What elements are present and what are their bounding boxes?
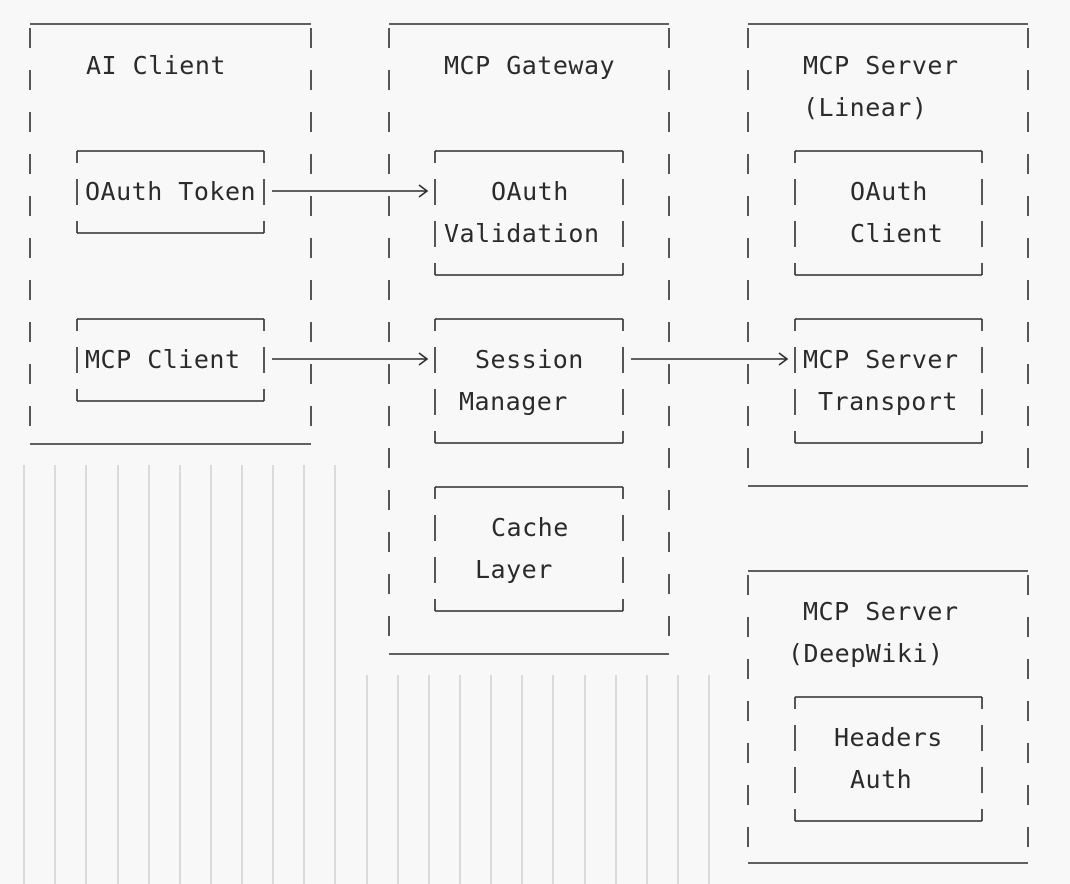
mcp-server-deepwiki-title: MCP Server (DeepWiki) — [788, 597, 974, 668]
mcp-server-linear-container — [747, 23, 1029, 487]
ai-client-container — [29, 23, 312, 445]
mcp-server-transport-box — [794, 318, 983, 444]
oauth-validation-label: OAuth Validation — [444, 177, 600, 248]
background-filler-left — [23, 465, 336, 884]
cache-layer-label: Cache Layer — [475, 513, 584, 584]
mcp-client-box — [76, 318, 265, 402]
mcp-server-transport-label: MCP Server Transport — [803, 345, 974, 416]
mcp-gateway-title: MCP Gateway — [444, 51, 615, 80]
ai-client-title: AI Client — [86, 51, 226, 80]
mcp-server-linear-title: MCP Server (Linear) — [803, 51, 974, 122]
session-manager-label: Session Manager — [459, 345, 599, 416]
oauth-token-box — [76, 150, 265, 234]
mcp-client-label: MCP Client — [85, 345, 241, 374]
background-filler-middle — [366, 675, 710, 884]
oauth-token-label: OAuth Token — [85, 177, 256, 206]
arrow-session-manager-to-server-transport — [631, 352, 789, 366]
headers-auth-label: Headers Auth — [834, 723, 958, 794]
oauth-client-label: OAuth Client — [850, 177, 943, 248]
session-manager-box — [434, 318, 624, 444]
mcp-gateway-container — [388, 23, 670, 655]
cache-layer-box — [434, 486, 624, 612]
oauth-validation-box — [434, 150, 624, 276]
oauth-client-box — [794, 150, 983, 276]
arrow-mcp-client-to-session-manager — [272, 352, 429, 366]
headers-auth-box — [794, 696, 983, 822]
arrow-oauth-token-to-validation — [272, 184, 429, 198]
mcp-server-deepwiki-container — [747, 570, 1029, 864]
